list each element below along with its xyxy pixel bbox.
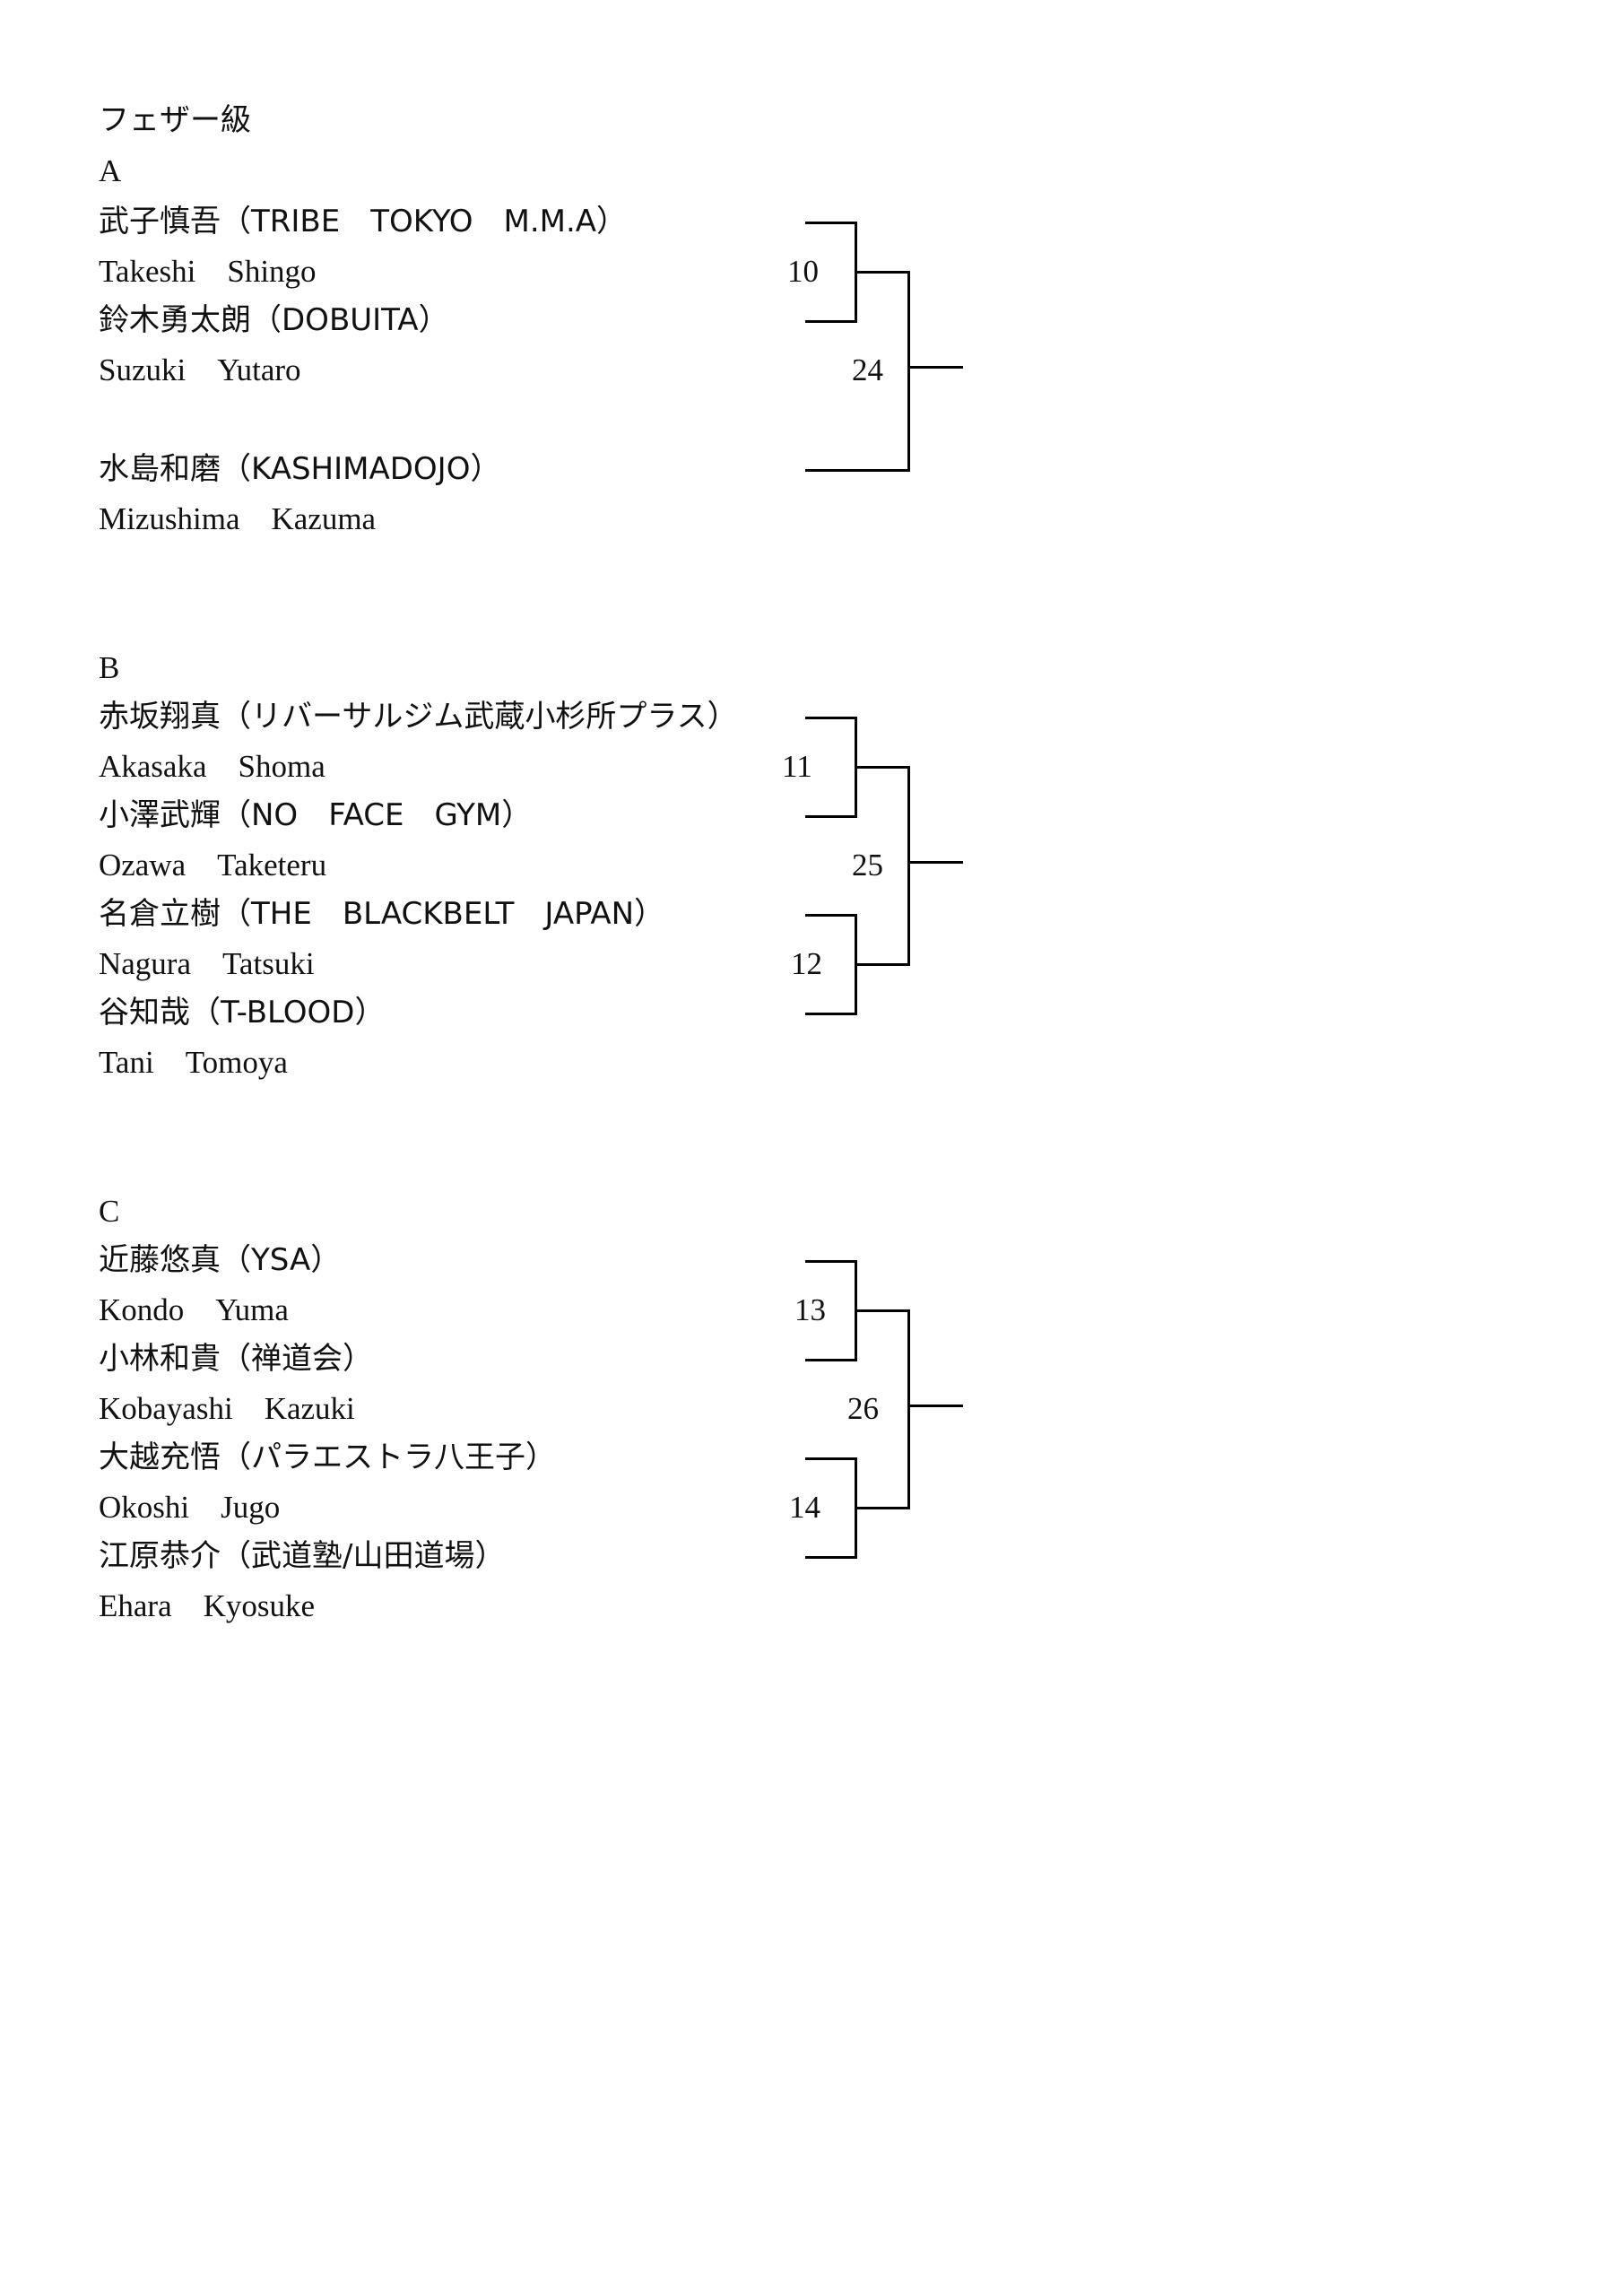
bracket-line — [907, 366, 963, 369]
bracket-line — [805, 469, 910, 472]
bracket-line — [805, 1457, 857, 1460]
fighter-name-en: Takeshi Shingo — [99, 254, 317, 289]
bracket-line — [855, 271, 910, 274]
fighter-name-en: Tani Tomoya — [99, 1045, 288, 1080]
bracket-line — [855, 1309, 910, 1312]
fighter-name-jp: 江原恭介（武道塾/山田道場） — [99, 1538, 506, 1574]
bracket-line — [805, 1359, 857, 1361]
fighter-name-jp: 大越充悟（パラエストラ八王子） — [99, 1439, 556, 1475]
bracket-line — [805, 1260, 857, 1263]
bracket-line — [805, 815, 857, 818]
fighter-name-jp: 鈴木勇太朗（DOBUITA） — [99, 302, 449, 338]
match-number: 13 — [794, 1292, 826, 1327]
bracket-line — [855, 1507, 910, 1509]
bracket-line — [855, 963, 910, 966]
fighter-name-jp: 水島和磨（KASHIMADOJO） — [99, 451, 501, 487]
fighter-name-en: Okoshi Jugo — [99, 1490, 281, 1525]
fighter-name-jp: 武子慎吾（TRIBE TOKYO M.M.A） — [99, 204, 628, 239]
fighter-name-jp: 小澤武輝（NO FACE GYM） — [99, 797, 533, 833]
fighter-name-en: Nagura Tatsuki — [99, 946, 315, 981]
fighter-name-en: Suzuki Yutaro — [99, 352, 301, 387]
fighter-name-jp: 小林和貴（禅道会） — [99, 1341, 373, 1377]
fighter-name-jp: 近藤悠真（YSA） — [99, 1242, 342, 1278]
fighter-name-en: Ozawa Taketeru — [99, 848, 327, 883]
bracket-line — [805, 914, 857, 917]
match-number: 11 — [782, 749, 812, 784]
bracket-line — [907, 1405, 963, 1407]
match-number: 26 — [847, 1391, 879, 1426]
fighter-name-jp: 谷知哉（T-BLOOD） — [99, 995, 386, 1031]
bracket-line — [805, 320, 857, 323]
bracket-line — [805, 222, 857, 224]
fighter-name-en: Mizushima Kazuma — [99, 501, 377, 536]
bracket-line — [907, 1309, 910, 1509]
match-number: 25 — [852, 848, 883, 883]
bracket-line — [855, 766, 910, 769]
fighter-name-jp: 赤坂翔真（リバーサルジム武蔵小杉所プラス） — [99, 699, 738, 735]
fighter-name-jp: 名倉立樹（THE BLACKBELT JAPAN） — [99, 896, 665, 932]
bracket-line — [907, 766, 910, 966]
match-number: 12 — [791, 946, 822, 981]
match-number: 10 — [787, 254, 819, 289]
bracket-line — [907, 271, 910, 472]
fighter-name-en: Kondo Yuma — [99, 1292, 289, 1327]
bracket-line — [805, 717, 857, 719]
block-label-c: C — [99, 1194, 120, 1229]
fighter-name-en: Akasaka Shoma — [99, 749, 325, 784]
block-label-a: A — [99, 153, 122, 188]
match-number: 14 — [789, 1490, 820, 1525]
fighter-name-en: Kobayashi Kazuki — [99, 1391, 355, 1426]
match-number: 24 — [852, 352, 883, 387]
block-label-b: B — [99, 650, 120, 685]
bracket-line — [805, 1013, 857, 1015]
weight-class-title: フェザー級 — [99, 102, 251, 138]
fighter-name-en: Ehara Kyosuke — [99, 1588, 316, 1623]
bracket-line — [907, 861, 963, 864]
bracket-line — [805, 1556, 857, 1559]
